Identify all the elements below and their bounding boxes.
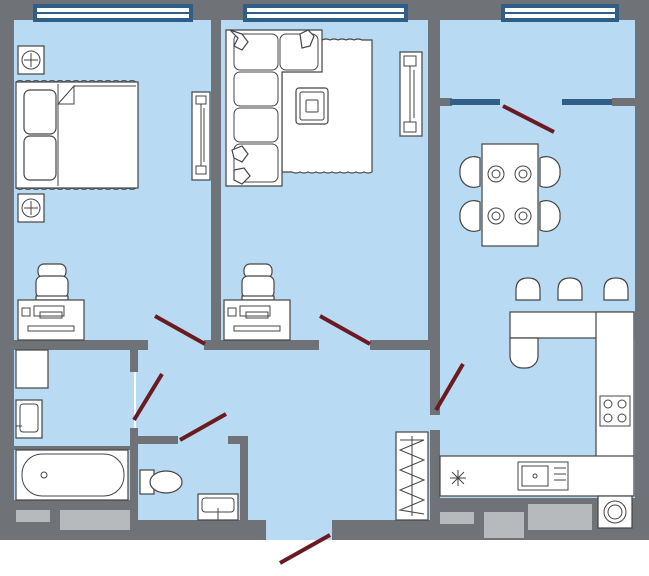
door-balcony xyxy=(502,104,555,134)
window-bedroom xyxy=(33,4,193,22)
wall-patch xyxy=(484,512,524,538)
wall-left xyxy=(0,0,14,540)
wall-patch xyxy=(440,512,474,524)
boiler-icon xyxy=(597,495,633,529)
wall-right xyxy=(635,0,649,540)
wall-kitchen-partition xyxy=(440,98,452,106)
office-chair xyxy=(35,263,69,301)
sofa xyxy=(225,29,323,187)
door-bathroom xyxy=(132,372,164,422)
window-glass xyxy=(505,14,615,18)
wall-bathroom-right xyxy=(130,350,138,372)
wall-bottom-hall xyxy=(332,520,436,540)
desk xyxy=(223,299,291,341)
dining-table xyxy=(481,143,539,247)
living-room-furniture xyxy=(223,29,423,341)
desk xyxy=(17,299,85,341)
radiator-icon xyxy=(191,91,211,181)
dining-chair xyxy=(459,156,561,232)
balcony-window xyxy=(562,99,612,105)
door-living xyxy=(319,314,371,346)
window-living xyxy=(243,4,408,22)
windows xyxy=(33,4,619,105)
wall-toilet-top-right xyxy=(228,436,246,444)
toilet-icon xyxy=(139,469,183,495)
door-entrance xyxy=(279,533,331,565)
window-glass xyxy=(247,14,404,18)
stove-icon xyxy=(599,395,631,427)
door-bedroom xyxy=(154,314,206,346)
wall-kitchen-hall xyxy=(430,340,440,415)
window-glass xyxy=(37,14,189,18)
wall-patch xyxy=(60,510,130,530)
nightstand-icon xyxy=(17,45,45,75)
wall-living-kitchen xyxy=(428,20,440,350)
wall-kitchen-upper xyxy=(430,20,440,50)
window-glass xyxy=(247,8,404,12)
wall-bedroom-living xyxy=(211,20,221,340)
window-glass xyxy=(505,8,615,12)
doors xyxy=(132,104,555,565)
wall-patch xyxy=(16,510,50,522)
bedroom-furniture xyxy=(15,45,211,341)
wall-kitchen-hall-lower xyxy=(430,430,440,520)
wardrobe xyxy=(395,431,429,521)
kitchen-furniture xyxy=(439,143,635,529)
bar-stool xyxy=(515,277,629,301)
wall-bedroom-bottom-right xyxy=(204,340,232,350)
washbasin xyxy=(197,493,239,521)
wall-bedroom-bottom xyxy=(0,340,148,350)
bathroom-furniture xyxy=(15,349,129,501)
wall-patch xyxy=(528,504,592,530)
window-kitchen xyxy=(501,4,619,22)
wall-living-bottom-right xyxy=(370,340,436,350)
fridge-icon xyxy=(450,470,466,486)
wall-kitchen-partition xyxy=(612,98,635,106)
tv-unit xyxy=(399,51,423,137)
double-bed xyxy=(15,80,139,190)
wall-toilet-right xyxy=(240,436,248,520)
window-glass xyxy=(37,8,189,12)
balcony-window xyxy=(450,99,500,105)
nightstand-icon xyxy=(17,193,45,223)
sink-icon xyxy=(517,461,569,491)
office-chair xyxy=(241,263,275,301)
wall-living-bottom xyxy=(219,340,319,350)
wall-toilet-top xyxy=(136,436,178,444)
wall-bottom-mid xyxy=(136,520,266,540)
wall-bathroom-right-lower xyxy=(130,428,138,520)
door-toilet xyxy=(179,412,227,442)
washing-machine xyxy=(15,349,49,389)
door-kitchen xyxy=(434,362,465,412)
washbasin xyxy=(15,399,43,439)
bathtub xyxy=(15,449,129,501)
toilet-room-furniture xyxy=(139,469,239,521)
wall-bathroom-tub-top xyxy=(14,446,130,450)
